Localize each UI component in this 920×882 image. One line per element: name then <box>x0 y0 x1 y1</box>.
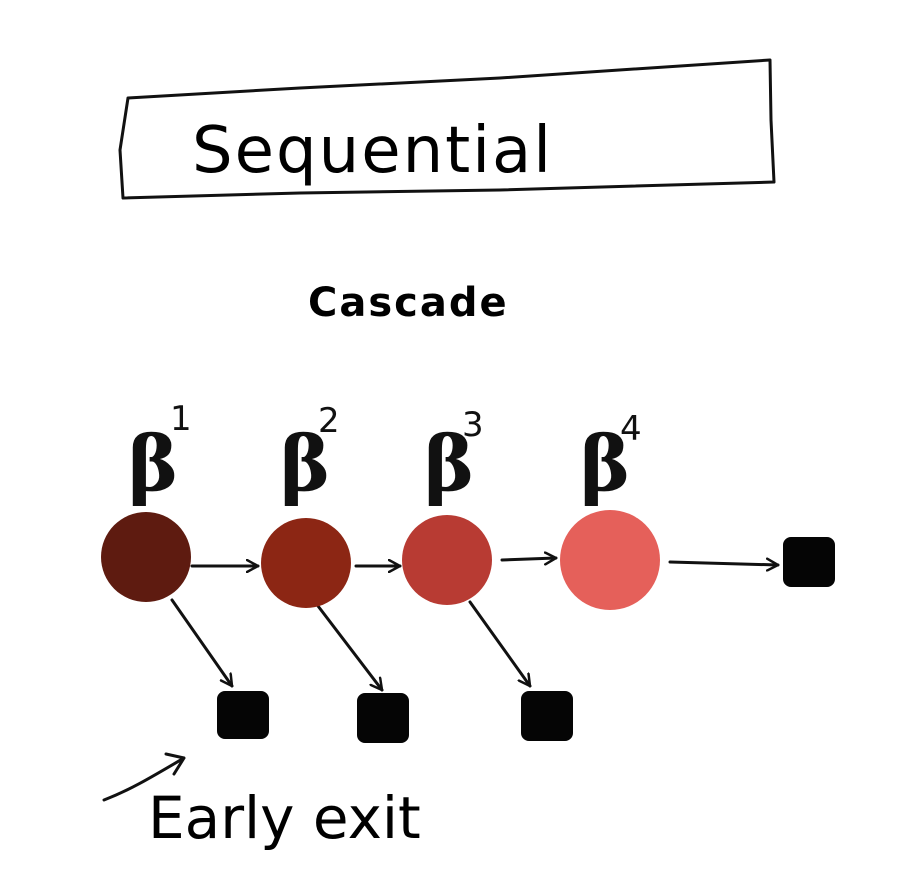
exit-arrow-2 <box>316 604 384 692</box>
stage-label-index-4: 4 <box>620 409 642 449</box>
exit-output-node-2 <box>357 693 409 743</box>
stage-node-1 <box>101 512 191 602</box>
output-node-final <box>783 537 835 587</box>
stage-node-2 <box>261 518 351 608</box>
diagram-subtitle: Cascade <box>308 280 509 326</box>
stage-label-symbol-1: β <box>128 419 178 508</box>
stage-label-symbol-3: β <box>424 419 474 508</box>
exit-arrow-1 <box>170 598 234 688</box>
exit-output-node-1 <box>217 691 269 739</box>
caption-pointer-arrow <box>102 752 186 802</box>
stage-nodes <box>101 510 660 610</box>
chain-arrow-3-4 <box>500 558 558 560</box>
exit-output-node-3 <box>521 691 573 741</box>
stage-label-index-2: 2 <box>318 401 340 441</box>
stage-label-index-1: 1 <box>170 399 192 439</box>
early-exit-caption: Early exit <box>148 784 421 852</box>
stage-label-index-3: 3 <box>462 405 484 445</box>
stage-node-3 <box>402 515 492 605</box>
exit-arrow-3 <box>468 600 532 688</box>
stage-label-symbol-2: β <box>280 419 330 508</box>
stage-label-symbol-4: β <box>580 419 630 508</box>
stage-node-4 <box>560 510 660 610</box>
chain-arrow-4-final <box>668 562 780 565</box>
diagram-title: Sequential <box>192 114 553 188</box>
title-frame <box>118 58 776 200</box>
